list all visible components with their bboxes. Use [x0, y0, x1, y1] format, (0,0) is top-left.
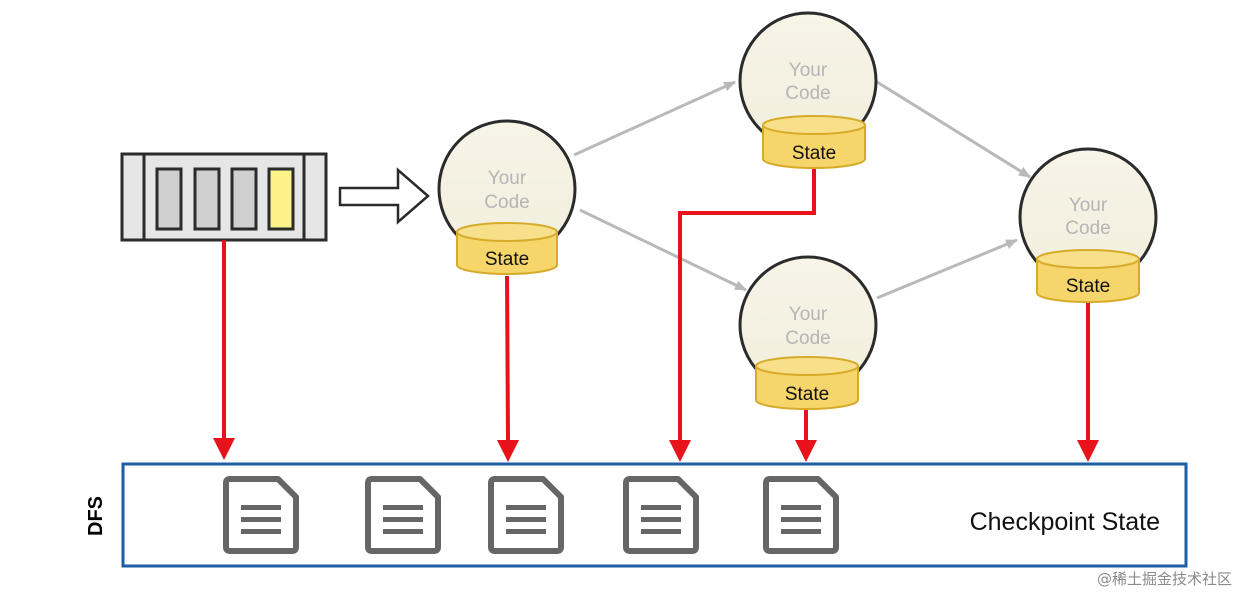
document-icon	[763, 476, 839, 554]
checkpoint-arrow-head	[1077, 440, 1099, 462]
code-label: Code	[1065, 218, 1110, 239]
code-label: Code	[785, 328, 830, 349]
document-icon	[223, 476, 299, 554]
checkpoint-arrows	[213, 168, 1099, 462]
checkpoint-arrow-head	[669, 440, 691, 462]
dfs-storage: DFS Checkpoint State	[85, 462, 1188, 568]
document-icon	[365, 476, 441, 554]
code-label: Your	[789, 304, 828, 325]
state-cylinder	[755, 356, 859, 410]
ingest-arrow	[338, 167, 430, 225]
state-label: State	[785, 384, 829, 405]
code-label: Your	[789, 60, 828, 81]
code-label: Your	[488, 168, 527, 189]
checkpoint-arrow-head	[795, 440, 817, 462]
state-label: State	[485, 249, 529, 270]
operator-node: Your Code State	[437, 119, 577, 275]
checkpoint-arrow	[505, 275, 510, 441]
checkpoint-arrow-head	[497, 440, 519, 462]
operator-node: Your Code State	[738, 255, 878, 410]
dfs-label: DFS	[85, 496, 107, 536]
dataflow-arrows	[573, 80, 1031, 300]
checkpoint-arrow-head	[213, 438, 235, 460]
checkpoint-state-title: Checkpoint State	[970, 508, 1160, 536]
state-label: State	[1066, 276, 1110, 297]
source-queue	[120, 152, 328, 242]
code-label: Code	[785, 83, 830, 104]
document-icon	[488, 476, 564, 554]
state-cylinder	[1036, 249, 1140, 303]
state-cylinder	[762, 115, 866, 169]
code-label: Your	[1069, 195, 1108, 216]
operator-node: Your Code State	[738, 11, 878, 169]
queue-slot	[193, 167, 221, 231]
state-label: State	[792, 143, 836, 164]
watermark: @稀土掘金技术社区	[1097, 570, 1232, 588]
code-label: Code	[484, 192, 529, 213]
queue-slot	[155, 167, 183, 231]
queue-slot	[230, 167, 258, 231]
operator-node: Your Code State	[1018, 147, 1158, 303]
queue-slot-highlighted	[267, 167, 295, 231]
checkpoint-arrow	[678, 168, 816, 440]
state-cylinder	[456, 222, 558, 275]
document-icon	[623, 476, 699, 554]
